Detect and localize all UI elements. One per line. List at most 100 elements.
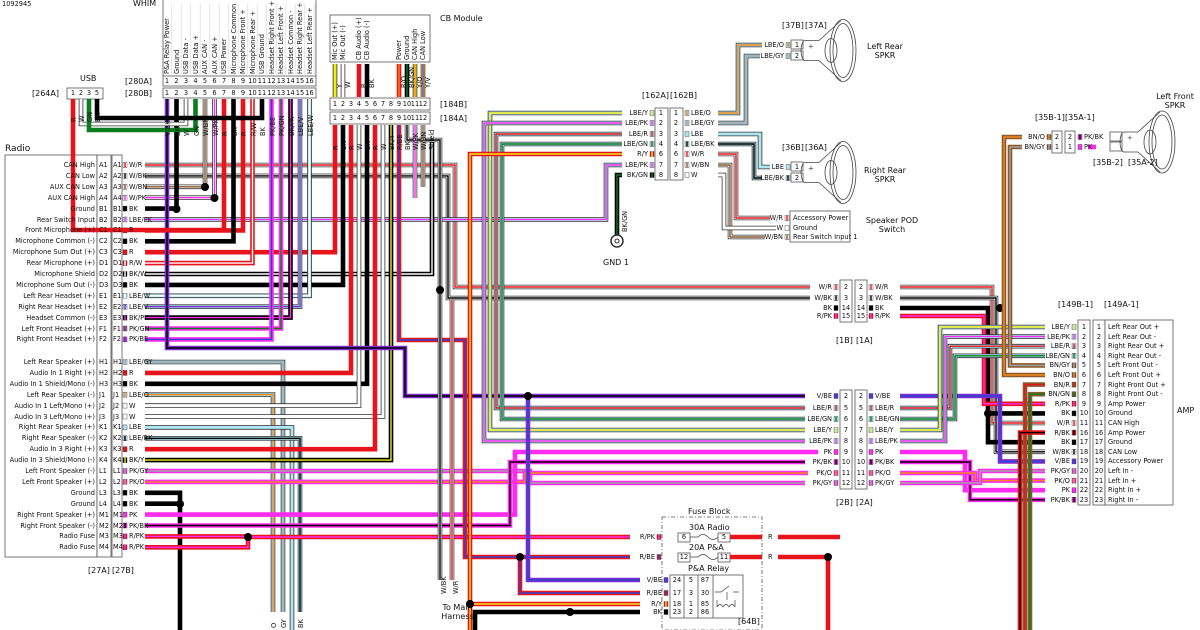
wire-stroke xyxy=(718,173,776,230)
radio-pin-function: Rear Switch Input xyxy=(36,215,95,224)
ground-hole-icon xyxy=(614,238,620,244)
radio-pin-function: AUX CAN Low xyxy=(49,182,95,191)
speaker-pin: 2 xyxy=(794,174,800,182)
amp-pin-149b: 20 xyxy=(1079,467,1089,475)
wire-stripe-swatch xyxy=(658,534,660,540)
radio-pin-27a: M4 xyxy=(99,543,109,552)
amp-pin-149b: 17 xyxy=(1079,438,1089,447)
radio-wire-code: BK xyxy=(129,379,138,388)
radio-wire-K4 xyxy=(145,125,394,463)
wire-162-3 xyxy=(493,131,805,411)
wire-162-6 xyxy=(467,151,622,630)
wire-stripe-swatch xyxy=(870,480,872,486)
speaker-magnet-icon xyxy=(800,162,819,183)
wire-stripe-swatch xyxy=(1073,401,1075,407)
amp-wire-code: BN/GY xyxy=(1049,361,1071,370)
radio-pin-27a: C3 xyxy=(99,248,108,257)
radio-pin-function: Radio Fuse xyxy=(59,532,95,541)
speaker-pod-function: Accessory Power xyxy=(793,214,849,222)
wire-stripe-swatch xyxy=(870,405,872,411)
amp-left-in-minus-wire xyxy=(900,468,1045,486)
connector-149b-1-label: [149B-1] xyxy=(1058,300,1093,309)
bottom-wire-code: BK xyxy=(297,619,305,628)
connector-1a-pin: 2 xyxy=(858,283,864,291)
splice-dot xyxy=(984,409,992,418)
wire-stripe-swatch xyxy=(1073,497,1075,503)
radio-wire-code: PK xyxy=(129,510,138,519)
connector-1b-pin: 3 xyxy=(843,294,849,302)
connector-35a-1-pin: 2 xyxy=(1067,133,1073,141)
wire-stripe-swatch xyxy=(124,359,126,365)
connector-2b-pin: 11 xyxy=(841,469,851,477)
amp-rr-minus-wire xyxy=(900,353,1045,422)
radio-wire-A2 xyxy=(145,173,810,301)
fuse-30a-radio-icon xyxy=(690,534,719,540)
radio-pin-27a: L3 xyxy=(99,488,107,497)
cb-pin-184a: 5 xyxy=(364,114,370,122)
radio-wire-E3 xyxy=(145,99,293,320)
connector-1a-wire-code: W/BK xyxy=(875,294,893,302)
radio-wire-M3 xyxy=(145,534,630,540)
wire-stripe-swatch xyxy=(870,295,872,301)
wire-color-swatch xyxy=(684,131,690,137)
connector-37a-label: [37A] xyxy=(805,21,827,30)
connector-1a-pin: 3 xyxy=(858,294,864,302)
amp-pin-149a: 3 xyxy=(1096,342,1102,351)
whim-pin-function: AUX CAN - xyxy=(201,39,209,74)
wire-stroke xyxy=(499,141,805,422)
radio-pin-function: Right Rear Speaker (-) xyxy=(21,434,95,443)
relay-cavity: 2 xyxy=(688,608,694,616)
radio-wire-code: LBE/PK xyxy=(129,215,152,224)
fuse-20a-pa-icon xyxy=(690,554,719,560)
connector-35b-1-wire-code: BN/O xyxy=(1028,133,1045,141)
connector-36b-label: [36B] xyxy=(782,143,804,152)
wire-stroke xyxy=(145,360,285,612)
wire-stripe-swatch xyxy=(124,173,126,179)
amp-pin-149b: 2 xyxy=(1081,332,1087,341)
cb-pin-184a: 3 xyxy=(348,114,354,122)
whim-pin-function: Ground xyxy=(172,49,181,74)
speaker-rim-inner-icon xyxy=(1151,114,1173,170)
cb-pin-184b: 12 xyxy=(418,100,428,108)
radio-pin-27a: M2 xyxy=(99,521,109,530)
splice-dot xyxy=(436,286,444,294)
wire-stroke xyxy=(145,125,385,418)
radio-box xyxy=(4,154,98,558)
radio-wire-code: W xyxy=(129,412,136,421)
wire-stroke xyxy=(145,425,294,630)
wire-stroke xyxy=(900,472,1045,482)
speaker-pod-function: Ground xyxy=(793,224,818,232)
connector-162a-wire-code: LBE/R xyxy=(628,130,648,138)
radio-pin-27a: F2 xyxy=(99,335,107,344)
connector-280a-label: [280A] xyxy=(125,77,152,86)
cb-pin-184b: 7 xyxy=(380,100,386,108)
whim-title: WHIM xyxy=(133,0,157,8)
radio-pin-27a: J1 xyxy=(99,390,106,399)
amp-pin-function: Left Rear Out - xyxy=(1108,332,1157,341)
connector-162a-wire-code: R/Y xyxy=(637,150,648,158)
wire-stroke xyxy=(525,396,640,583)
whim-pin-function: USB Ground xyxy=(258,34,266,74)
radio-pin-function: Audio In 3 Right (+) xyxy=(29,445,95,454)
amp-pin-149a: 11 xyxy=(1094,419,1104,427)
wire-stroke xyxy=(145,472,808,483)
connector-1a-wire-code: R/PK xyxy=(875,312,891,320)
amp-rf-plus-wire xyxy=(1022,382,1045,630)
wire-stripe-swatch xyxy=(124,523,126,528)
wire-stroke xyxy=(145,125,361,408)
radio-pin-27a: M3 xyxy=(99,532,109,541)
radio-wire-H1 xyxy=(145,359,286,612)
wire-stroke xyxy=(406,125,441,580)
whim-wire-code: PK/GN xyxy=(278,115,286,136)
connector-162b-wire-code: LBE/BK xyxy=(691,140,715,148)
wire-stripe-swatch xyxy=(124,195,126,201)
wire-stripe-swatch xyxy=(1073,449,1075,455)
connector-27a-label: [27A] xyxy=(88,566,110,575)
connector-2b-wire-code: PK/O xyxy=(816,469,832,477)
radio-pin-27a: A4 xyxy=(99,193,108,202)
cb-pin-184a: 1 xyxy=(332,114,338,122)
wire-stroke xyxy=(718,55,760,124)
radio-pin-27a: K2 xyxy=(99,434,108,443)
fuse-block-box xyxy=(661,516,763,630)
amp-pin-149b: 7 xyxy=(1081,380,1087,389)
